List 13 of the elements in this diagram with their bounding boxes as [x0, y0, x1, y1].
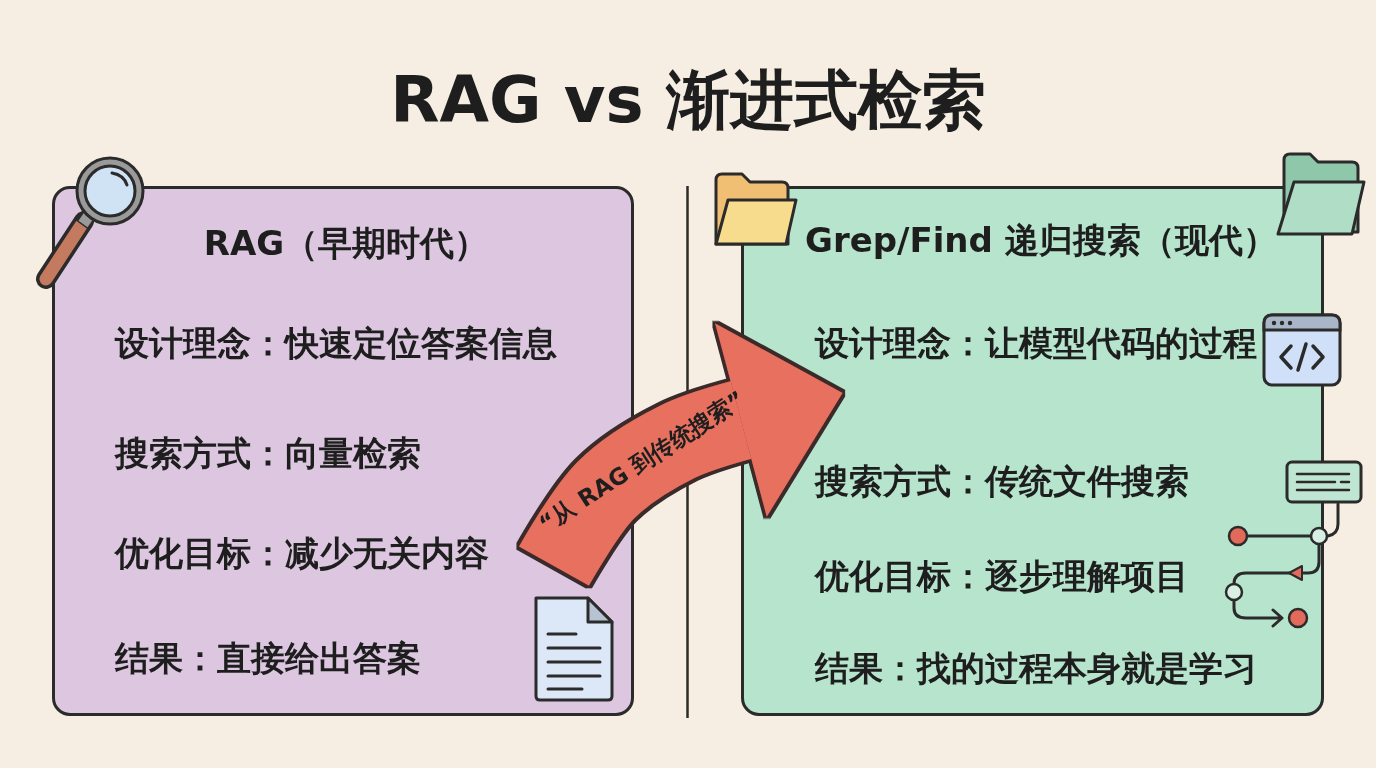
- panel: [741, 186, 1324, 716]
- title: RAG vs 渐进式检索: [390, 63, 986, 137]
- info-line: 优化目标：逐步理解项目: [815, 555, 1189, 597]
- info-line: 优化目标：减少无关内容: [115, 532, 489, 574]
- info-line: 结果：直接给出答案: [115, 637, 421, 679]
- info-line: 设计理念：快速定位答案信息: [115, 322, 557, 364]
- info-line: 搜索方式：向量检索: [115, 432, 421, 474]
- info-line: 设计理念：让模型代码的过程: [815, 322, 1257, 364]
- info-line: 结果：找的过程本身就是学习: [815, 647, 1257, 689]
- panel-heading: Grep/Find 递归搜索（现代）: [805, 219, 1277, 261]
- panel-heading: RAG（早期时代）: [203, 222, 489, 264]
- curved-arrow: [519, 323, 843, 586]
- info-line: 搜索方式：传统文件搜索: [815, 460, 1189, 502]
